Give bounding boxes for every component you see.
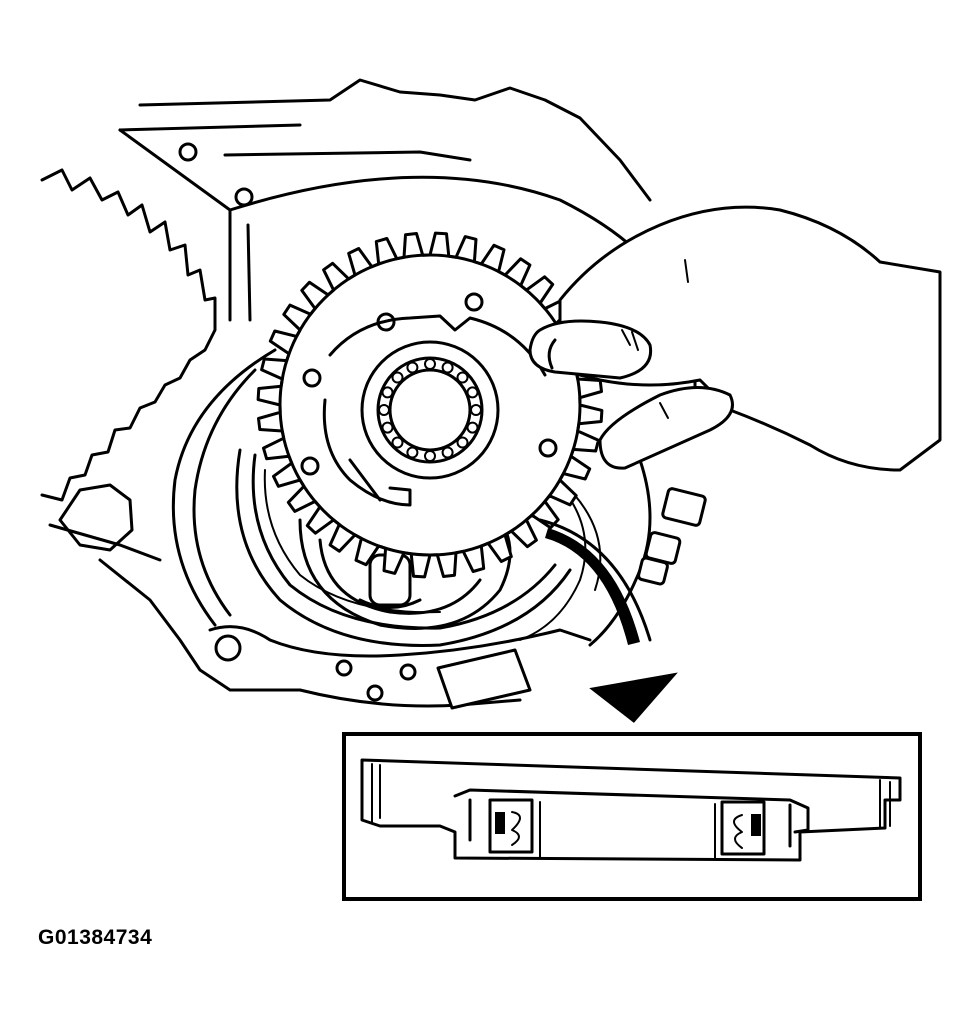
bearing-roller (406, 446, 419, 459)
transmission-case (40, 78, 707, 710)
bearing-roller (466, 421, 479, 434)
bearing-roller (441, 361, 454, 374)
bearing-roller (456, 371, 469, 384)
hand-icon (528, 205, 942, 472)
bearing-roller (391, 371, 404, 384)
bearing-roller (424, 358, 436, 370)
bearing-roller (470, 404, 482, 416)
bearing-roller (381, 386, 394, 399)
bearing-roller (456, 436, 469, 449)
bearing-roller (441, 446, 454, 459)
bearing-roller (391, 436, 404, 449)
bearing-roller (424, 450, 436, 462)
planetary-ring-gear (256, 231, 604, 579)
bearing-roller (378, 404, 390, 416)
bearing-roller (466, 386, 479, 399)
arrow-icon (538, 518, 678, 723)
figure-code: G01384734 (38, 926, 153, 949)
bearing-roller (406, 361, 419, 374)
bearing-cross-section-icon (342, 732, 922, 901)
bearing-roller (381, 421, 394, 434)
